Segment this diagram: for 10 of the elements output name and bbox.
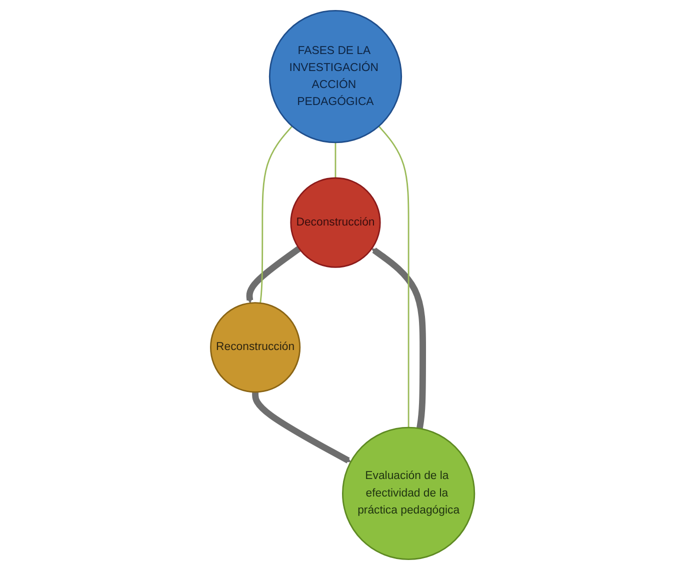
arrow [252,392,352,464]
connector [260,126,294,304]
node-circle: Deconstrucción [290,177,382,268]
node-circle: Reconstrucción [210,302,302,393]
arrow [246,246,302,304]
node-circle: FASES DE LA INVESTIGACIÓN ACCIÓN PEDAGÓGICA [269,10,402,144]
connector [335,142,337,178]
arrow [372,248,426,430]
node-circle: Evaluación de la efectividad de la práctica pedagógica [342,426,476,560]
connector [378,126,410,428]
